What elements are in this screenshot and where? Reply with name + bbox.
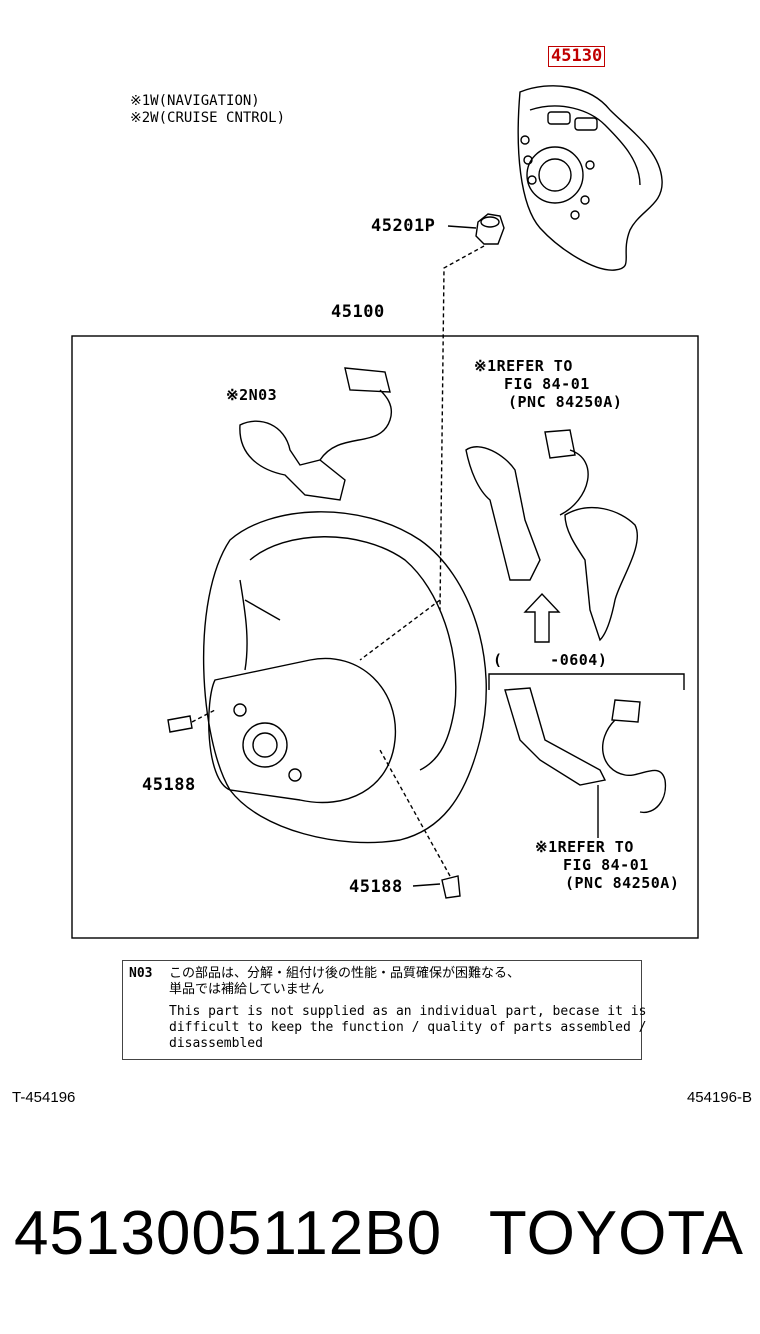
note-english: This part is not supplied as an individu… [169,1004,647,1051]
refer-bottom-line2: FIG 84-01 [563,856,649,874]
nav-switch-drawing [465,429,638,642]
nut-drawing [447,213,505,245]
figure-id-right: 454196-B [686,1089,752,1106]
refer-bottom-line3: (PNC 84250A) [565,874,680,892]
refer-top: ※1REFER TO FIG 84-01 (PNC 84250A) [474,357,622,411]
brand-name: TOYOTA [488,1199,744,1268]
note-code: N03 [129,966,153,981]
note-navigation: ※1W(NAVIGATION) [130,93,260,109]
refer-bottom-line1: ※1REFER TO [535,838,634,856]
refer-top-line3: (PNC 84250A) [508,393,623,411]
figure-id-left: T-454196 [12,1089,76,1106]
n03-note-box: N03 この部品は、分解・組付け後の性能・品質確保が困難なる、 単品では補給して… [122,960,646,1060]
airbag-pad-drawing [517,85,663,271]
label-45201p[interactable]: 45201P [371,216,436,236]
note-cruise-control: ※2W(CRUISE CNTROL) [130,110,286,126]
label-45188-left[interactable]: 45188 [142,775,196,795]
label-n03[interactable]: ※2N03 [226,386,278,404]
label-45188-bottom[interactable]: 45188 [349,877,403,897]
label-45100[interactable]: 45100 [331,302,385,322]
switch-harness-drawing [504,687,667,838]
refer-top-line1: ※1REFER TO [474,357,573,375]
wheel-drawing [202,511,487,844]
screw-drawings [167,709,461,899]
date-range: ( -0604) [493,651,608,669]
refer-top-line2: FIG 84-01 [504,375,590,393]
centerline [439,245,485,611]
part-number-highlight[interactable]: 45130 [548,46,606,67]
part-number: 4513005112B0 [14,1199,443,1268]
notes-legend: ※1W(NAVIGATION) ※2W(CRUISE CNTROL) [130,93,285,127]
refer-bottom: ※1REFER TO FIG 84-01 (PNC 84250A) [535,838,679,892]
note-japanese: この部品は、分解・組付け後の性能・品質確保が困難なる、 単品では補給していません [169,966,521,997]
cruise-switch-drawing [239,367,392,501]
up-arrow [523,592,561,643]
range-bracket [488,673,685,690]
assembly-frame [71,335,699,939]
